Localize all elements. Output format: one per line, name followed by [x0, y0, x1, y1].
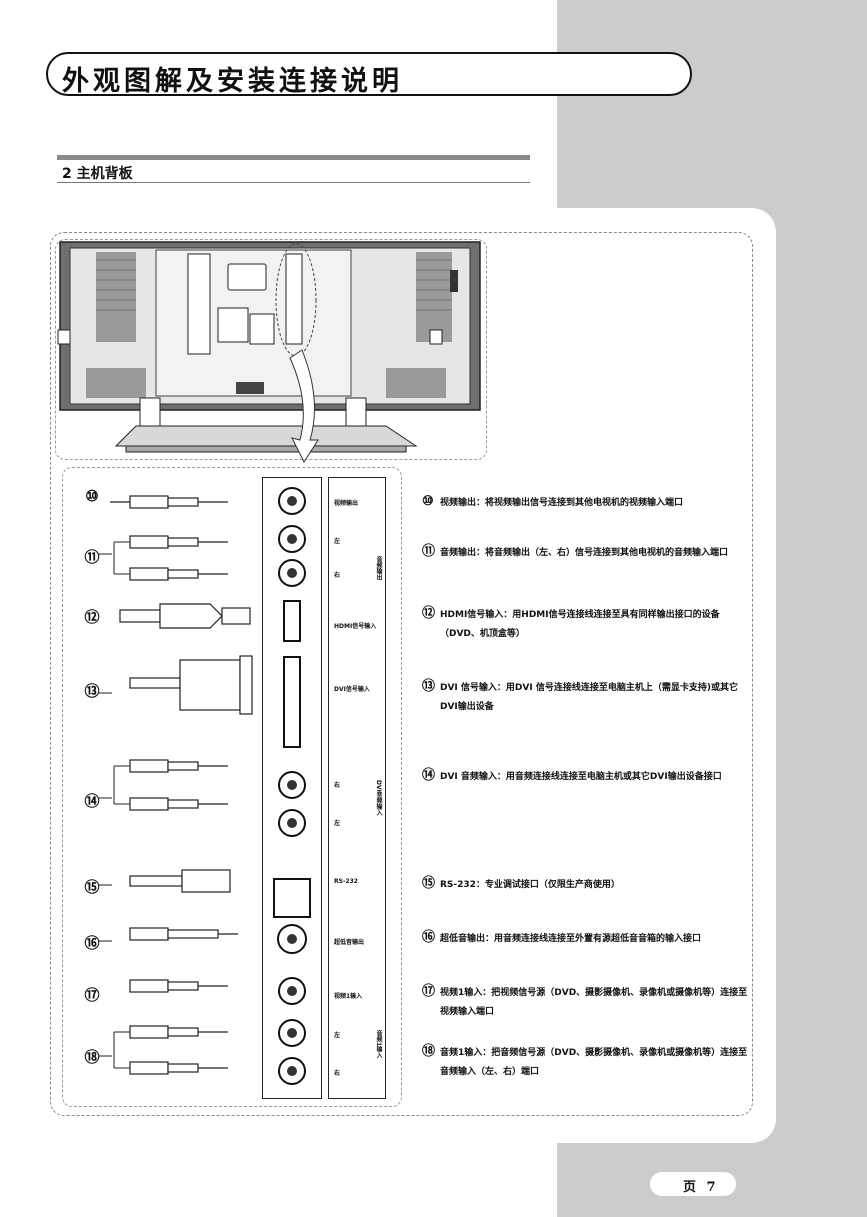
description-text: 音频输出：将音频输出（左、右）信号连接到其他电视机的音频输入端口 — [440, 548, 729, 558]
description-number: ⑫ — [422, 606, 436, 621]
port-label-panel — [328, 477, 386, 1099]
label-rs232: RS-232 — [334, 878, 358, 885]
callout-lines — [98, 553, 112, 1057]
callout-number: ⑱ — [84, 1048, 100, 1066]
port-sockets — [273, 487, 311, 1085]
callout-number: ⑬ — [84, 682, 100, 700]
callout-number: ⑭ — [84, 792, 100, 810]
label-audio-left: 左 — [334, 538, 341, 545]
page-number-badge — [650, 1172, 736, 1196]
description-item: ⑭ DVI 音频输入：用音频连接线连接至电脑主机或其它DVI输出设备接口 — [422, 768, 752, 787]
label-hdmi: HDMI信号输入 — [334, 623, 377, 630]
arrow-down-icon — [289, 349, 319, 464]
page-title: 外观图解及安装连接说明 — [62, 66, 403, 97]
label-av1-left: 左 — [334, 1032, 341, 1039]
ports-frame — [62, 467, 402, 1107]
label-audio-right: 右 — [334, 572, 341, 579]
callout-number: ⑮ — [84, 878, 100, 896]
description-text: HDMI信号输入：用HDMI信号连接线连接至具有同样输出接口的设备（DVD、机顶… — [440, 610, 720, 639]
callout-number: ⑯ — [84, 934, 100, 952]
cable-illustrations — [110, 495, 253, 1075]
description-item: ⑫ HDMI信号输入：用HDMI信号连接线连接至具有同样输出接口的设备（DVD、机… — [422, 606, 752, 644]
callout-number: ⑩ — [85, 487, 99, 505]
description-text: RS-232：专业调试接口（仅限生产商使用） — [440, 880, 620, 890]
tv-back-illustration — [57, 241, 481, 453]
description-number: ⑭ — [422, 768, 436, 783]
title-frame — [46, 52, 692, 96]
description-text: DVI 信号输入：用DVI 信号连接线连接至电脑主机上（需显卡支持)或其它DVI… — [440, 683, 738, 712]
description-item: ⑰ 视频1输入：把视频信号源（DVD、摄影摄像机、录像机或摄像机等）连接至视频输入… — [422, 984, 752, 1022]
description-item: ⑱ 音频1输入：把音频信号源（DVD、摄影摄像机、录像机或摄像机等）连接至音频输入… — [422, 1044, 752, 1082]
description-number: ⑪ — [422, 544, 436, 559]
callout-number: ⑪ — [84, 548, 100, 566]
callout-number: ⑫ — [84, 608, 100, 626]
description-number: ⑩ — [422, 494, 434, 509]
section-bar — [57, 155, 530, 160]
label-video1-in: 视频1输入 — [334, 993, 363, 1000]
label-dvi: DVI信号输入 — [334, 686, 370, 693]
description-text: 超低音输出：用音频连接线连接至外置有源超低音音箱的输入接口 — [440, 934, 702, 944]
description-item: ⑮ RS-232：专业调试接口（仅限生产商使用） — [422, 876, 752, 895]
section-title: 2 主机背板 — [62, 166, 133, 182]
label-dvi-audio-right: 右 — [334, 782, 341, 789]
description-number: ⑬ — [422, 679, 436, 694]
description-item: ⑬ DVI 信号输入：用DVI 信号连接线连接至电脑主机上（需显卡支持)或其它DV… — [422, 679, 752, 717]
description-text: DVI 音频输入：用音频连接线连接至电脑主机或其它DVI输出设备接口 — [440, 772, 722, 782]
label-dvi-audio-group: DVI音频输入 — [375, 780, 382, 816]
label-subwoofer: 超低音输出 — [334, 939, 365, 946]
description-text: 视频输出：将视频输出信号连接到其他电视机的视频输入端口 — [440, 498, 684, 508]
label-audio-out-group: 音频输出 — [375, 556, 382, 580]
description-text: 视频1输入：把视频信号源（DVD、摄影摄像机、录像机或摄像机等）连接至视频输入端… — [440, 988, 748, 1017]
callout-number: ⑰ — [84, 986, 100, 1004]
page-number: 页 7 — [683, 1180, 719, 1195]
description-number: ⑮ — [422, 876, 436, 891]
description-item: ⑯ 超低音输出：用音频连接线连接至外置有源超低音音箱的输入接口 — [422, 930, 752, 949]
description-number: ⑱ — [422, 1044, 436, 1059]
tv-back-frame — [55, 239, 487, 460]
description-item: ⑪ 音频输出：将音频输出（左、右）信号连接到其他电视机的音频输入端口 — [422, 544, 752, 563]
label-dvi-audio-left: 左 — [334, 820, 341, 827]
label-video-out: 视频输出 — [334, 500, 359, 507]
description-item: ⑩ 视频输出：将视频输出信号连接到其他电视机的视频输入端口 — [422, 494, 752, 513]
section-underline — [57, 182, 530, 183]
label-av1-group: 音频1输入 — [375, 1030, 382, 1059]
description-text: 音频1输入：把音频信号源（DVD、摄影摄像机、录像机或摄像机等）连接至音频输入（… — [440, 1048, 748, 1077]
label-av1-right: 右 — [334, 1070, 341, 1077]
description-number: ⑯ — [422, 930, 436, 945]
description-number: ⑰ — [422, 984, 436, 999]
diagram-frame — [50, 232, 753, 1116]
